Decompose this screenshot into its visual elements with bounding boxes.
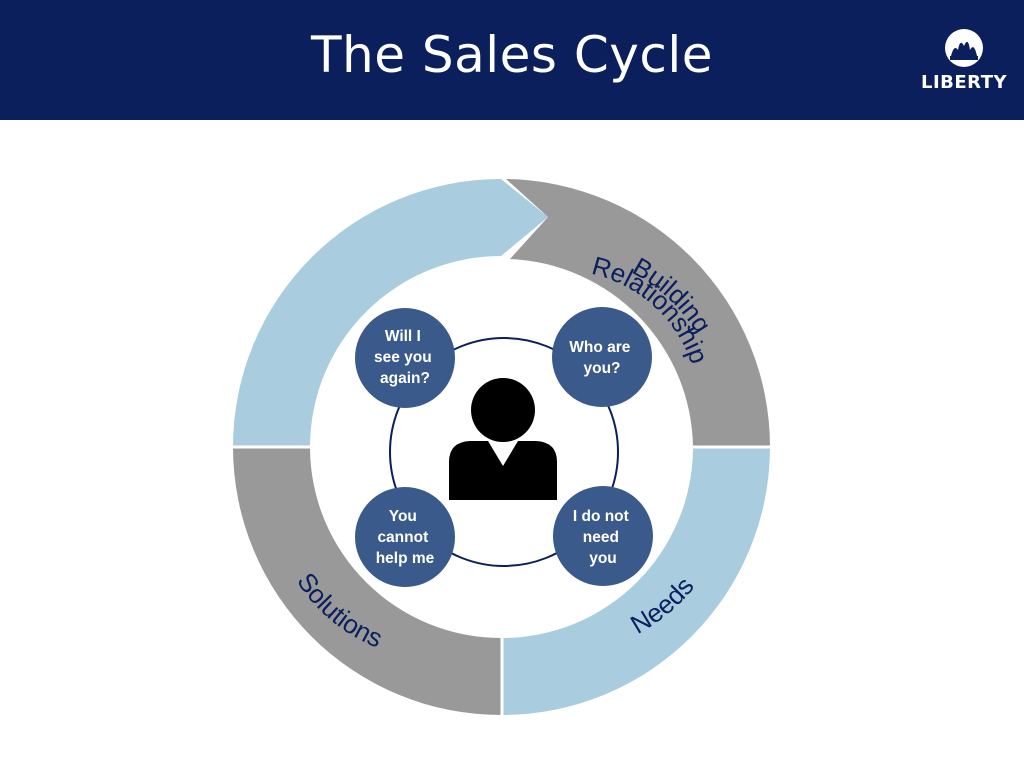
ring-segment-needs	[502, 447, 770, 715]
ring-segment-solutions	[233, 447, 502, 716]
title-bar: The Sales Cycle LIBERTY	[0, 0, 1024, 120]
person-icon	[449, 378, 557, 500]
cycle-ring	[233, 179, 770, 716]
objection-ring	[389, 337, 619, 567]
svg-text:Will I see you aga: Will I see you again?	[374, 328, 436, 387]
objection-bubble-bottom-left: You cannot help me	[355, 487, 455, 587]
objection-bubble-top-right: Who are you?	[552, 307, 652, 407]
logo-text: LIBERTY	[920, 72, 1008, 93]
objection-bubble-top-left: Will I see you again?	[355, 308, 455, 408]
svg-text:You cannot help me: You cannot help me	[376, 508, 435, 567]
ring-segment-top-left	[233, 179, 548, 447]
ring-segment-building-relationship	[506, 179, 770, 447]
liberty-flame-icon	[945, 29, 983, 67]
svg-text:I do not need you: I do not need you	[573, 508, 633, 567]
objection-bubble-bottom-right: I do not need you	[553, 486, 653, 586]
svg-text:Who are you?: Who are you?	[569, 339, 634, 377]
slide-title: The Sales Cycle	[310, 26, 713, 84]
liberty-logo: LIBERTY	[914, 26, 1014, 96]
